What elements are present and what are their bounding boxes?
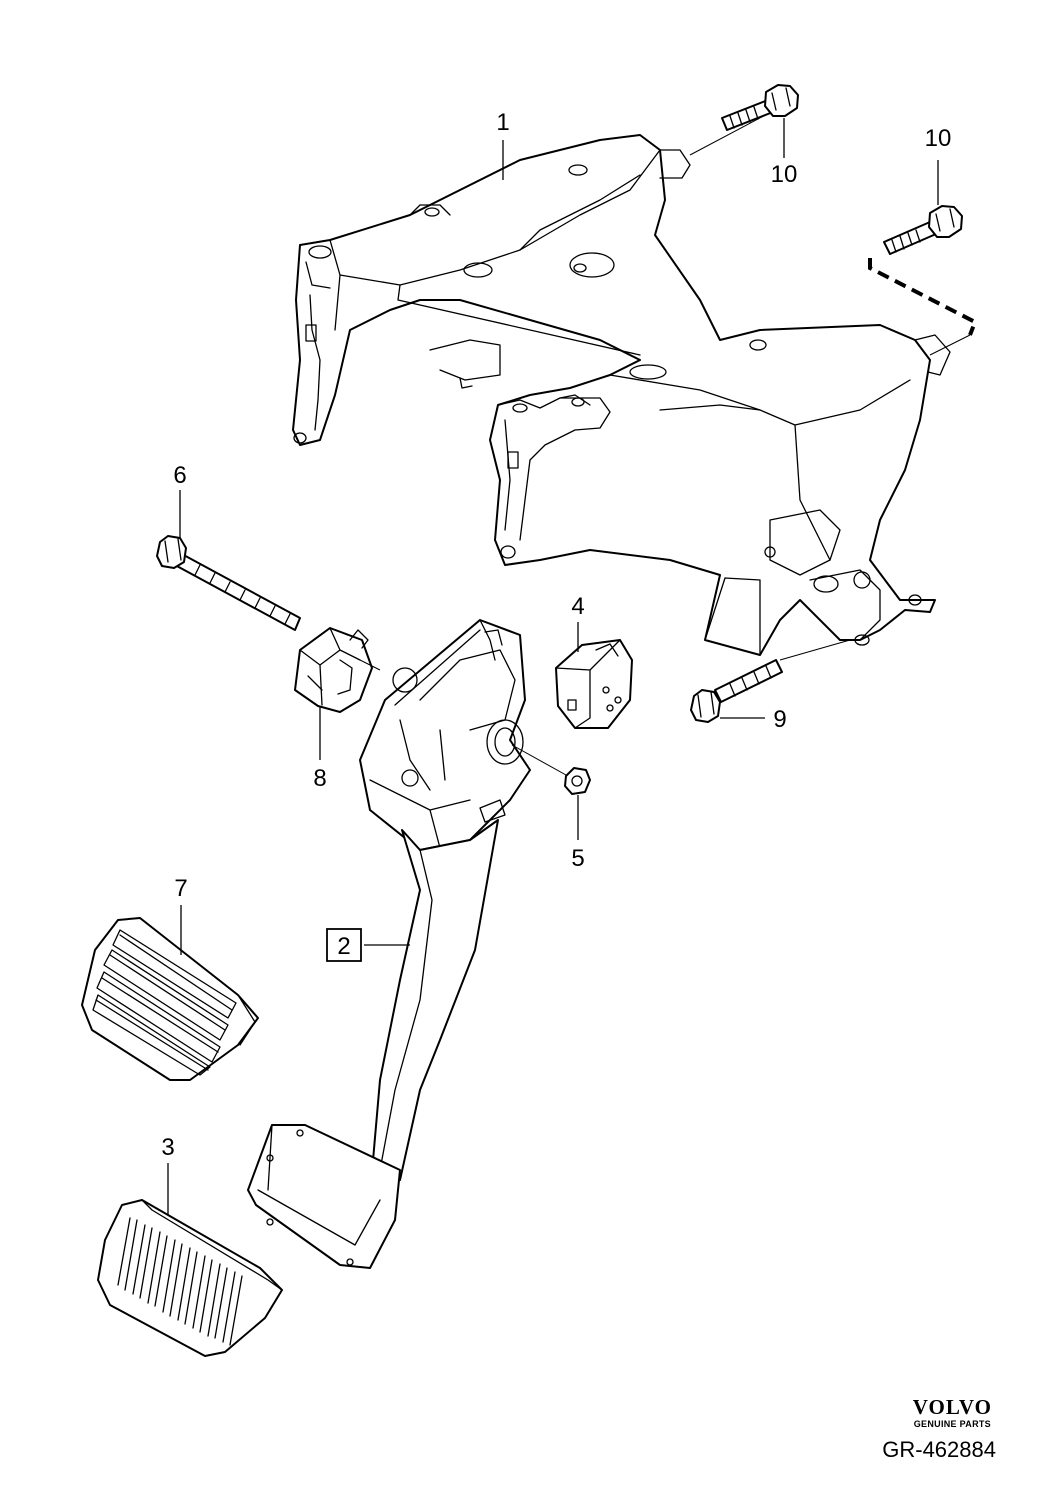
- callout-6: 6: [173, 462, 186, 489]
- volvo-logo: VOLVO GENUINE PARTS: [913, 1396, 992, 1430]
- callout-3: 3: [161, 1134, 174, 1161]
- callout-9: 9: [773, 706, 786, 733]
- nut-5-drawing: [511, 744, 591, 795]
- bolt-10-right-drawing: [883, 205, 963, 255]
- bolt-alignment-dashed-line: [868, 258, 978, 336]
- callout-2: 2: [337, 933, 350, 960]
- clip-8-guide-line: [359, 659, 381, 671]
- callout-4: 4: [571, 593, 584, 620]
- logo-tagline: GENUINE PARTS: [913, 1419, 991, 1429]
- pedal-pad-7-drawing: [81, 917, 259, 1081]
- callout-7: 7: [174, 875, 187, 902]
- callout-1: 1: [496, 109, 509, 136]
- logo-brand: VOLVO: [912, 1395, 992, 1419]
- pedal-bracket-drawing: [292, 134, 951, 656]
- pedal-pad-3-drawing: [97, 1199, 283, 1357]
- long-bolt-6-drawing: [156, 535, 301, 631]
- callout-10-right: 10: [925, 125, 952, 152]
- callout-10-upper: 10: [771, 161, 798, 188]
- bolt-9-drawing: [690, 639, 851, 723]
- callout-2-box: [326, 928, 362, 962]
- reference-code: GR-462884: [882, 1437, 996, 1462]
- callout-5: 5: [571, 845, 584, 872]
- clip-8-drawing: [294, 627, 373, 713]
- sensor-block-4-drawing: [555, 639, 633, 729]
- bolt-10-upper-drawing: [721, 84, 799, 131]
- callout-8: 8: [313, 765, 326, 792]
- leader-lines: [167, 118, 939, 1215]
- pedal-arm-2-drawing: [247, 619, 531, 1269]
